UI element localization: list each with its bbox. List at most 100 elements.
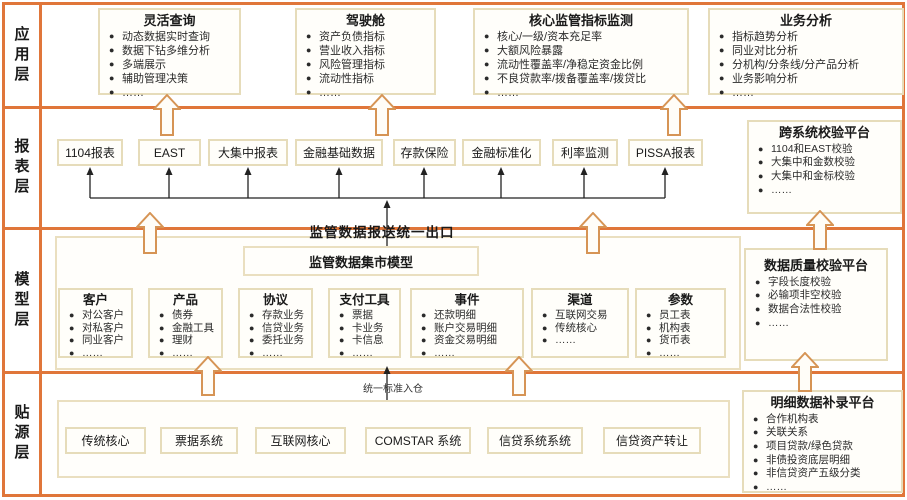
bullet-item: 卡信息: [339, 334, 394, 347]
box-title: 产品: [172, 293, 198, 307]
entity-box-customer: 客户 对公客户对私客户同业客户……: [58, 288, 133, 359]
bullet-item: 非债投资底层明细: [753, 454, 896, 468]
box-core-indicator-monitoring: 核心监管指标监测 核心/一级/资本充足率大额风险暴露流动性覆盖率/净稳定资金比例…: [473, 8, 689, 99]
layer-label-application: 应用层: [12, 25, 30, 86]
bullet-item: 大集中和金标校验: [758, 170, 895, 184]
box-detail-data-entry-platform: 明细数据补录平台 合作机构表关联关系项目贷款/绿色贷款非债投资底层明细非信贷资产…: [742, 390, 903, 493]
box-items: 员工表机构表货币表……: [642, 309, 719, 359]
bullet-item: 关联关系: [753, 426, 896, 440]
bullet-item: 还款明细: [421, 309, 517, 322]
bullet-item: ……: [484, 86, 682, 100]
box-title: 支付工具: [339, 293, 390, 307]
bullet-item: ……: [758, 184, 895, 198]
layer-label-report: 报表层: [12, 138, 30, 198]
bullet-item: 金融工具: [159, 322, 216, 335]
bullet-item: ……: [109, 86, 234, 100]
system-chip-credit-system: 信贷系统系统: [487, 427, 583, 454]
bullet-item: 流动性指标: [306, 72, 429, 86]
up-arrow-icon: [368, 94, 396, 136]
bullet-item: 同业对比分析: [719, 44, 897, 58]
bullet-item: 辅助管理决策: [109, 72, 234, 86]
bullet-item: ……: [339, 347, 394, 360]
box-items: 还款明细账户交易明细资金交易明细……: [417, 309, 517, 359]
bullet-item: 1104和EAST校验: [758, 143, 895, 157]
bullet-item: 字段长度校验: [755, 276, 881, 290]
box-items: 资产负债指标营业收入指标风险管理指标流动性指标……: [302, 30, 429, 100]
box-items: 合作机构表关联关系项目贷款/绿色贷款非债投资底层明细非信贷资产五级分类……: [749, 413, 896, 495]
box-data-quality-validation-platform: 数据质量校验平台 字段长度校验必输项非空校验数据合法性校验……: [744, 248, 888, 361]
box-business-analysis: 业务分析 指标趋势分析同业对比分析分机构/分条线/分产品分析业务影响分析……: [708, 8, 904, 99]
bullet-item: 动态数据实时查询: [109, 30, 234, 44]
box-items: 1104和EAST校验大集中和金数校验大集中和金标校验……: [754, 143, 895, 198]
layer-label-model: 模型层: [12, 270, 30, 331]
bullet-item: 数据下钻多维分析: [109, 44, 234, 58]
box-title: 客户: [82, 293, 108, 307]
bullet-item: 同业客户: [69, 334, 126, 347]
box-title: 数据质量校验平台: [763, 258, 868, 273]
box-data-mart-model: 监管数据集市模型: [243, 246, 479, 276]
up-arrow-icon: [806, 210, 834, 250]
up-arrow-icon: [791, 352, 819, 392]
box-flexible-query: 灵活查询 动态数据实时查询数据下钻多维分析多端展示辅助管理决策……: [98, 8, 241, 99]
box-title: 明细数据补录平台: [770, 395, 875, 410]
box-items: 存款业务信贷业务委托业务……: [245, 309, 306, 359]
box-items: 互联网交易传统核心……: [538, 309, 622, 347]
bullet-item: 多端展示: [109, 58, 234, 72]
report-chip-pissa: PISSA报表: [628, 139, 703, 166]
bullet-item: 对公客户: [69, 309, 126, 322]
entity-box-channel: 渠道 互联网交易传统核心……: [531, 288, 629, 358]
bullet-item: ……: [755, 317, 881, 331]
box-cross-system-validation-platform: 跨系统校验平台 1104和EAST校验大集中和金数校验大集中和金标校验……: [747, 120, 902, 214]
report-chip-deposit-insurance: 存款保险: [393, 139, 456, 166]
bullet-item: 营业收入指标: [306, 44, 429, 58]
bullet-item: ……: [753, 481, 896, 495]
box-items: 字段长度校验必输项非空校验数据合法性校验……: [751, 276, 881, 331]
report-chip-centralized: 大集中报表: [208, 139, 288, 166]
box-title: 事件: [454, 293, 480, 307]
bullet-item: 债券: [159, 309, 216, 322]
bullet-item: 票据: [339, 309, 394, 322]
system-chip-credit-asset-transfer: 信贷资产转让: [603, 427, 701, 454]
up-arrow-icon: [194, 356, 222, 396]
up-arrow-icon: [136, 212, 164, 254]
bullet-item: 卡业务: [339, 322, 394, 335]
bullet-item: 非信贷资产五级分类: [753, 467, 896, 481]
bullet-item: 存款业务: [249, 309, 306, 322]
box-title: 业务分析: [779, 13, 832, 28]
bullet-item: ……: [421, 347, 517, 360]
bullet-item: 合作机构表: [753, 413, 896, 427]
row-divider-2: [2, 227, 905, 230]
box-items: 对公客户对私客户同业客户……: [65, 309, 126, 359]
system-chip-traditional-core: 传统核心: [65, 427, 146, 454]
up-arrow-icon: [579, 212, 607, 254]
row-divider-3: [2, 371, 905, 374]
box-items: 票据卡业务卡信息……: [335, 309, 394, 359]
bullet-item: ……: [306, 86, 429, 100]
entity-box-product: 产品 债券金融工具理财……: [148, 288, 223, 359]
bullet-item: ……: [719, 86, 897, 100]
box-title: 协议: [262, 293, 288, 307]
bullet-item: 资产负债指标: [306, 30, 429, 44]
unified-warehouse-label: 统一标准入仓: [363, 384, 423, 395]
unified-outlet-title: 监管数据报送统一出口: [309, 225, 455, 240]
box-title: 渠道: [567, 293, 593, 307]
entity-box-payment-tool: 支付工具 票据卡业务卡信息……: [328, 288, 401, 359]
box-title: 跨系统校验平台: [778, 125, 870, 140]
bullet-item: 项目贷款/绿色贷款: [753, 440, 896, 454]
bullet-item: ……: [69, 347, 126, 360]
row-divider-1: [2, 106, 905, 109]
up-arrow-icon: [505, 356, 533, 396]
bullet-item: 风险管理指标: [306, 58, 429, 72]
bullet-item: 委托业务: [249, 334, 306, 347]
bullet-item: ……: [249, 347, 306, 360]
entity-box-parameters: 参数 员工表机构表货币表……: [635, 288, 726, 359]
bullet-item: 必输项非空校验: [755, 289, 881, 303]
bullet-item: 指标趋势分析: [719, 30, 897, 44]
system-chip-comstar: COMSTAR 系统: [365, 427, 471, 454]
box-items: 指标趋势分析同业对比分析分机构/分条线/分产品分析业务影响分析……: [715, 30, 897, 100]
bullet-item: 账户交易明细: [421, 322, 517, 335]
bullet-item: ……: [646, 347, 719, 360]
bullet-item: 机构表: [646, 322, 719, 335]
bullet-item: 理财: [159, 334, 216, 347]
